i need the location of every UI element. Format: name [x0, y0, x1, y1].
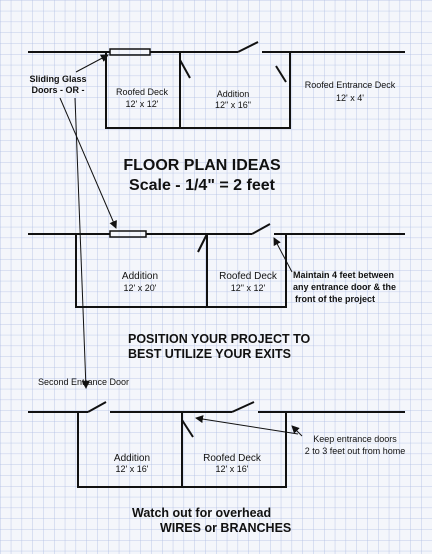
- plan-3: Second Entrance Door Addition 12' x 16' …: [28, 377, 406, 488]
- project-outline-2: [75, 234, 287, 308]
- entrance-door-2: [251, 223, 271, 235]
- project-outline-1: [105, 52, 291, 129]
- arrow-to-entrance-2: [273, 237, 293, 273]
- interior-door-1b: [275, 65, 287, 83]
- note-keep-1: Keep entrance doors: [313, 434, 397, 444]
- label-doors-or: Doors - OR -: [32, 85, 85, 95]
- arrow-keep-to-corner: [291, 425, 303, 437]
- note-maintain-2: any entrance door & the: [293, 282, 396, 292]
- plan-2: Addition 12' x 20' Roofed Deck 12" x 12'…: [28, 223, 405, 308]
- room-size-addition-3: 12' x 16': [116, 464, 149, 474]
- arrow-to-door-3: [74, 97, 90, 389]
- room-label-roofed-deck-2: Roofed Deck: [219, 271, 278, 282]
- room-size-addition-2: 12' x 20': [124, 283, 157, 293]
- heading-scale: Scale - 1/4" = 2 feet: [129, 177, 276, 194]
- entrance-door-3a: [87, 401, 107, 413]
- arrow-to-slider-1: [75, 54, 109, 73]
- arrow-to-slider-2: [59, 97, 117, 229]
- position-note-2: BEST UTILIZE YOUR EXITS: [128, 347, 291, 361]
- heading-title: FLOOR PLAN IDEAS: [123, 157, 281, 174]
- room-label-roofed-deck-1: Roofed Deck: [116, 87, 169, 97]
- room-size-roofed-deck-2: 12" x 12': [231, 283, 266, 293]
- entrance-door-3b: [231, 401, 255, 413]
- arrow-keep-to-door: [195, 415, 299, 435]
- interior-door-3: [181, 419, 194, 438]
- room-size-roofed-deck-1: 12' x 12': [126, 99, 159, 109]
- note-maintain-3: front of the project: [295, 294, 375, 304]
- room-label-roofed-deck-3: Roofed Deck: [203, 453, 262, 464]
- entrance-door-1: [237, 41, 259, 53]
- room-size-addition-1: 12" x 16": [215, 100, 251, 110]
- note-keep-2: 2 to 3 feet out from home: [305, 446, 406, 456]
- label-second-entrance-door: Second Entrance Door: [38, 377, 129, 387]
- room-size-entrance-deck: 12' x 4': [336, 93, 364, 103]
- interior-door-2: [197, 233, 208, 253]
- note-maintain-1: Maintain 4 feet between: [293, 270, 394, 280]
- footer-line-1: Watch out for overhead: [132, 506, 271, 520]
- room-label-addition-2: Addition: [122, 271, 158, 282]
- plan-1: Roofed Deck 12' x 12' Addition 12" x 16"…: [28, 41, 405, 389]
- label-sliding-glass: Sliding Glass: [29, 74, 86, 84]
- room-label-entrance-deck: Roofed Entrance Deck: [305, 80, 396, 90]
- position-note-1: POSITION YOUR PROJECT TO: [128, 332, 310, 346]
- footer-line-2: WIRES or BRANCHES: [160, 521, 291, 535]
- room-size-roofed-deck-3: 12' x 16': [216, 464, 249, 474]
- interior-door-1a: [179, 59, 191, 79]
- room-label-addition-1: Addition: [217, 89, 250, 99]
- room-label-addition-3: Addition: [114, 453, 150, 464]
